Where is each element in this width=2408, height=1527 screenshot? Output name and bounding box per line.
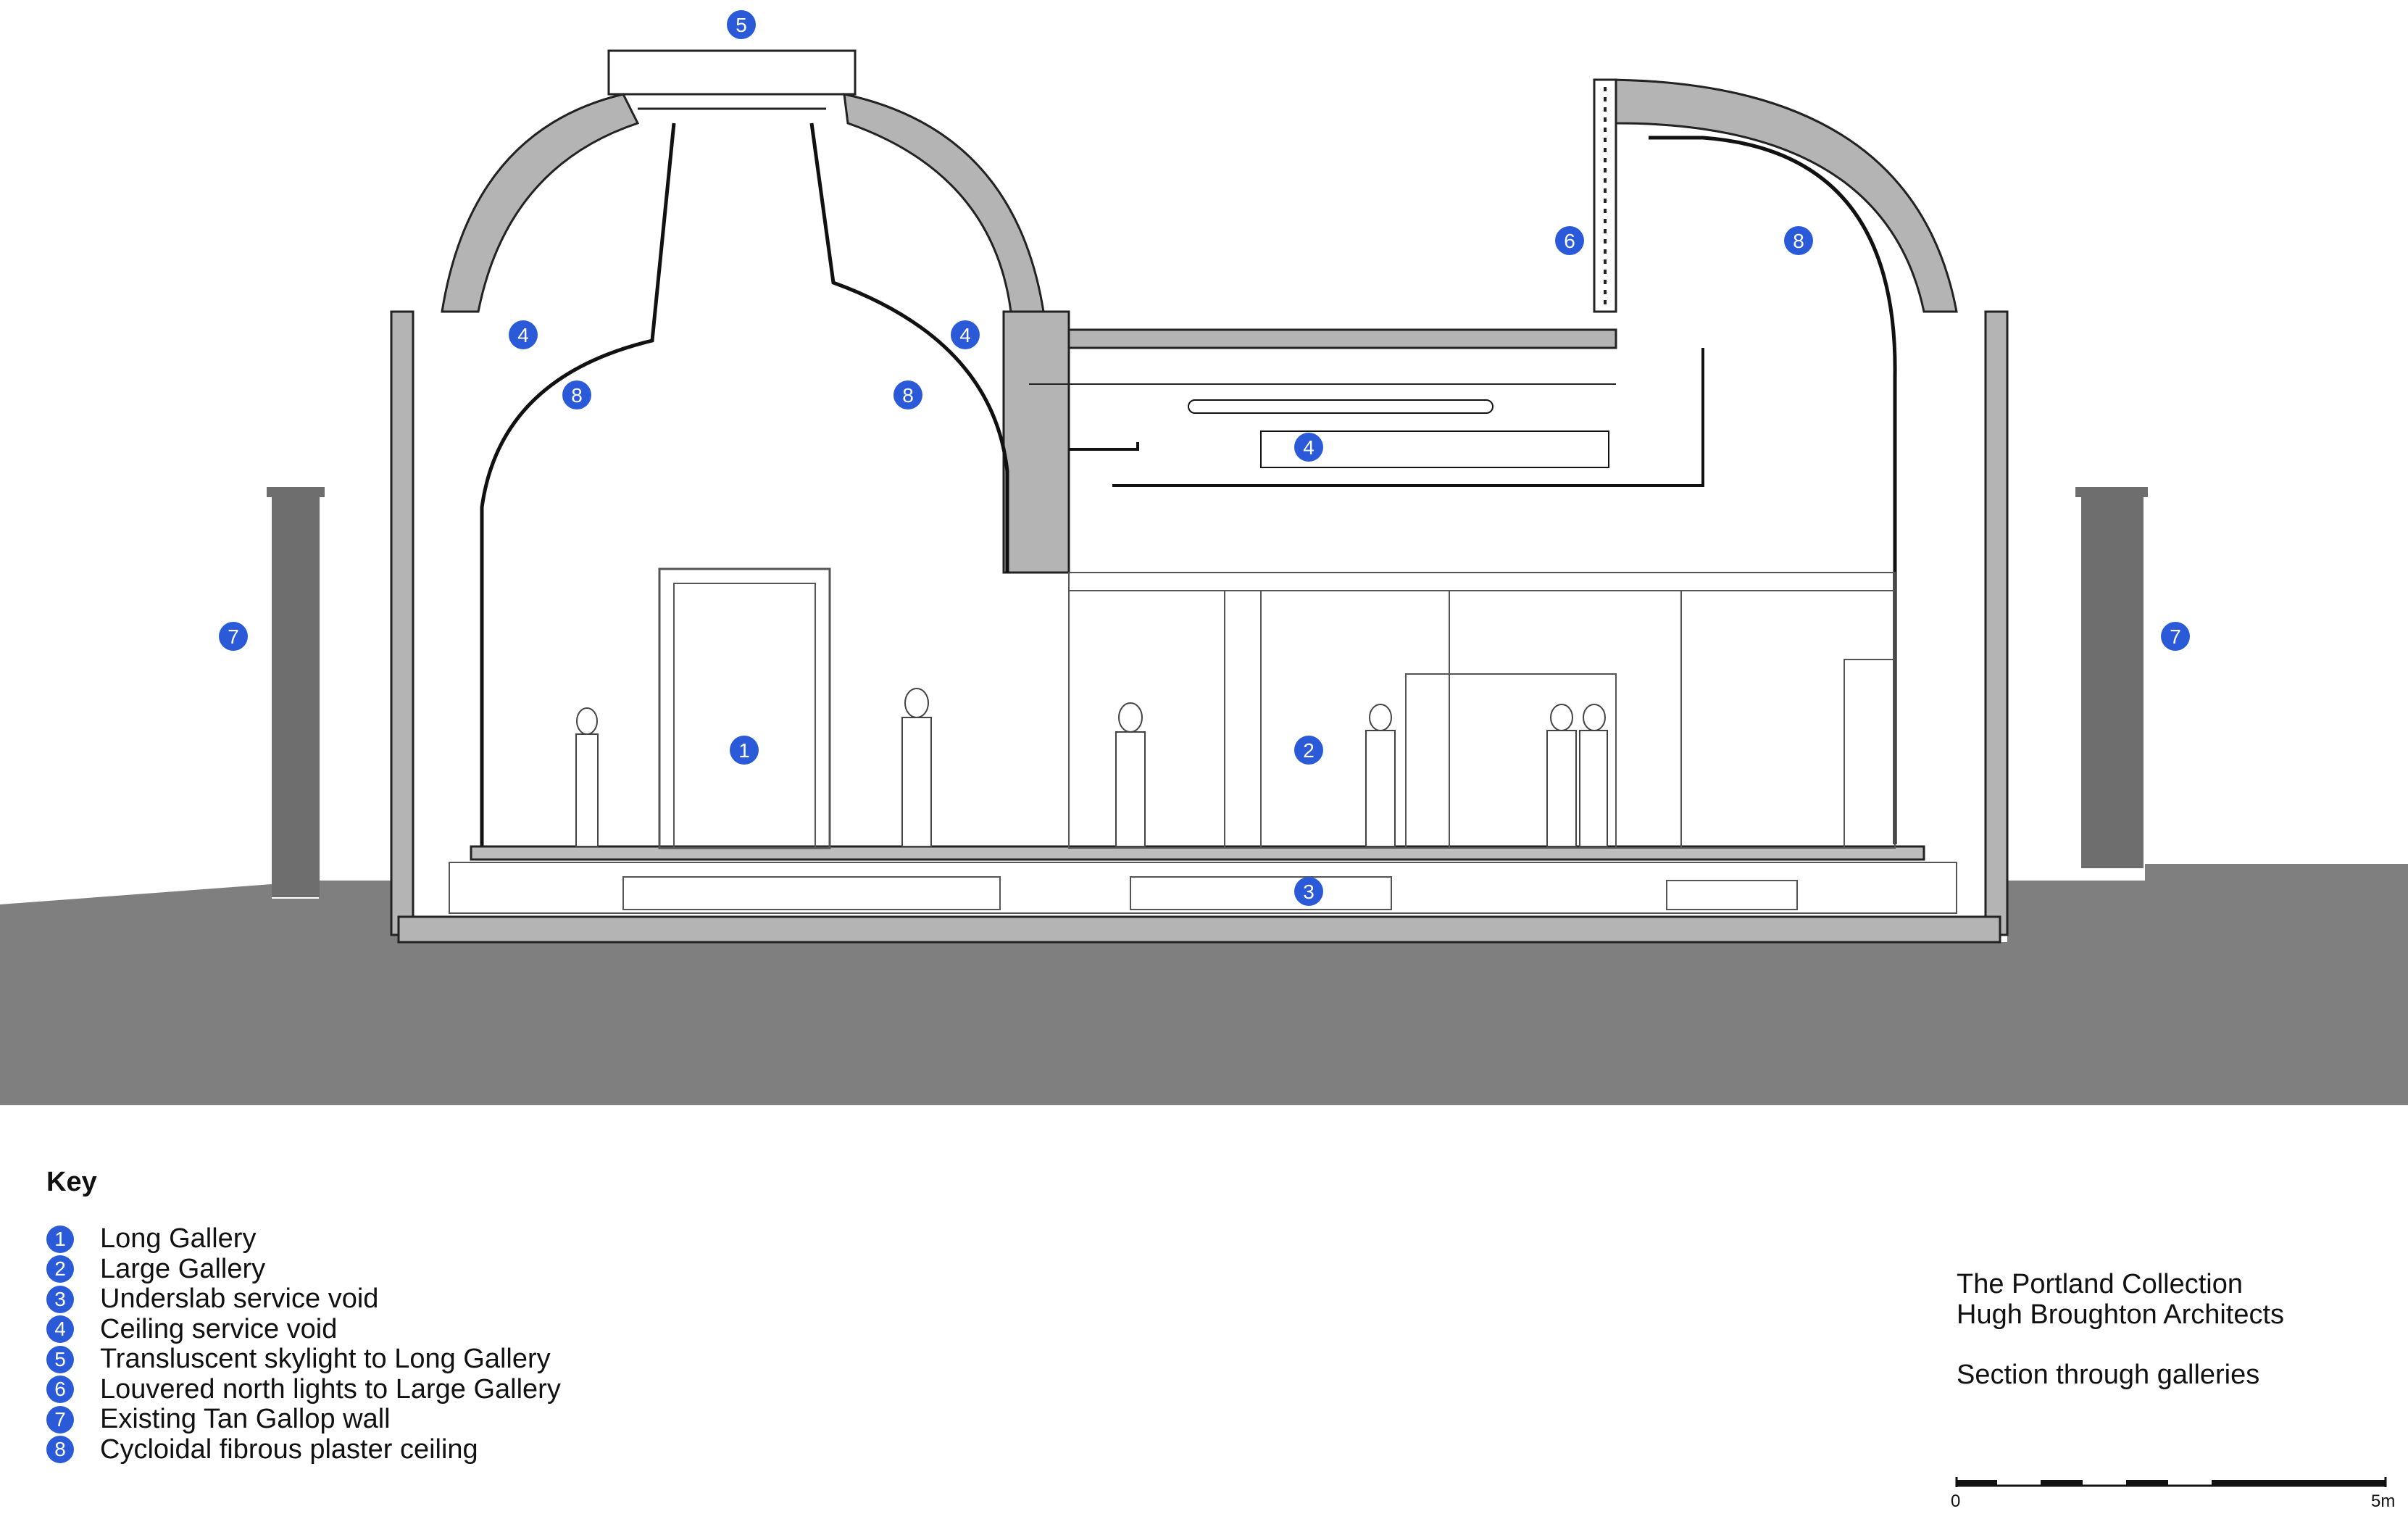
key-label: Ceiling service void: [100, 1313, 338, 1344]
svg-text:8: 8: [1793, 230, 1804, 252]
long-gallery-door: [658, 567, 831, 849]
left-vault-shell-right: [843, 93, 1045, 313]
cycloidal-ceiling-right: [1649, 136, 1897, 844]
key-label: Louvered north lights to Large Gallery: [100, 1373, 561, 1405]
central-column: [1002, 310, 1070, 574]
skylight: [607, 49, 857, 96]
basement-slab: [397, 915, 2001, 944]
key-marker: 3: [46, 1285, 74, 1313]
marker-8: 8: [1784, 226, 1813, 255]
svg-text:7: 7: [2170, 625, 2181, 648]
marker-7: 7: [219, 622, 248, 651]
key-title: Key: [46, 1167, 97, 1197]
diagram-markers: 1 2 3 4 4 4 5 6 7 7 8 8 8: [219, 10, 2190, 906]
scale-start: 0: [1951, 1491, 1961, 1511]
svg-text:2: 2: [1303, 739, 1315, 762]
key-label: Large Gallery: [100, 1253, 266, 1284]
marker-2: 2: [1294, 736, 1323, 765]
cycloidal-ceiling-mid: [809, 122, 1009, 573]
key-item: 8 Cycloidal fibrous plaster ceiling: [46, 1434, 561, 1465]
architect-name: Hugh Broughton Architects: [1957, 1299, 2285, 1330]
svg-text:8: 8: [571, 384, 583, 407]
marker-6: 6: [1555, 226, 1584, 255]
svg-text:4: 4: [1303, 436, 1315, 459]
marker-8: 8: [893, 380, 922, 409]
key-label: Transluscent skylight to Long Gallery: [100, 1344, 551, 1375]
person-figure: [576, 707, 598, 735]
cycloidal-ceiling-left: [480, 122, 676, 848]
title-block: The Portland Collection Hugh Broughton A…: [1957, 1269, 2285, 1390]
svg-text:4: 4: [959, 324, 971, 346]
project-name: The Portland Collection: [1957, 1269, 2243, 1299]
svg-text:6: 6: [1564, 230, 1575, 252]
right-outer-wall: [1984, 310, 2009, 936]
key-marker: 1: [46, 1225, 74, 1253]
marker-7: 7: [2161, 622, 2190, 651]
flat-roof: [1013, 328, 1617, 349]
person-figure: [1583, 704, 1606, 731]
key-marker: 2: [46, 1255, 74, 1283]
left-vault-shell: [441, 93, 640, 313]
key-item: 7 Existing Tan Gallop wall: [46, 1404, 561, 1435]
left-outer-wall: [390, 310, 414, 936]
key-item: 4 Ceiling service void: [46, 1313, 561, 1345]
person-figure: [904, 688, 929, 718]
ground: [0, 864, 2408, 1105]
key-item: 6 Louvered north lights to Large Gallery: [46, 1373, 561, 1405]
gallery-floor: [470, 845, 1925, 861]
existing-wall-left: [272, 491, 320, 897]
ceiling-void-box: [1069, 348, 1704, 487]
key-item: 5 Transluscent skylight to Long Gallery: [46, 1344, 561, 1375]
key-item: 1 Long Gallery: [46, 1223, 561, 1255]
svg-text:5: 5: [736, 14, 747, 36]
svg-text:8: 8: [902, 384, 914, 407]
key-label: Long Gallery: [100, 1223, 257, 1255]
key-marker: 4: [46, 1315, 74, 1344]
marker-4: 4: [509, 320, 538, 349]
scale-end: 5m: [2371, 1491, 2396, 1511]
key-legend: Key 1 Long Gallery 2 Large Gallery 3 Undersla…: [46, 1167, 561, 1465]
louvered-north-lights: [1593, 78, 1617, 313]
svg-text:1: 1: [738, 739, 750, 762]
person-figure: [1369, 704, 1392, 731]
drawing-title: Section through galleries: [1957, 1359, 2260, 1390]
right-vault-shell: [1599, 78, 1958, 313]
key-item: 3 Underslab service void: [46, 1283, 561, 1315]
key-label: Existing Tan Gallop wall: [100, 1404, 391, 1435]
key-marker: 7: [46, 1405, 74, 1434]
marker-4: 4: [1294, 433, 1323, 462]
marker-3: 3: [1294, 877, 1323, 906]
svg-text:4: 4: [517, 324, 529, 346]
key-marker: 6: [46, 1376, 74, 1404]
key-label: Cycloidal fibrous plaster ceiling: [100, 1434, 478, 1465]
marker-4: 4: [951, 320, 980, 349]
person-figure: [1550, 704, 1573, 731]
section-drawing: 1 2 3 4 4 4 5 6 7 7 8 8 8: [0, 10, 2408, 1105]
key-marker: 8: [46, 1436, 74, 1464]
marker-5: 5: [727, 10, 756, 39]
existing-wall-right: [2081, 491, 2144, 868]
marker-8: 8: [562, 380, 591, 409]
svg-text:7: 7: [228, 625, 239, 648]
svg-text:3: 3: [1303, 881, 1315, 903]
person-figure: [1118, 702, 1143, 733]
key-marker: 5: [46, 1345, 74, 1373]
scale-bar: [1955, 1477, 2387, 1487]
marker-1: 1: [730, 736, 759, 765]
key-item: 2 Large Gallery: [46, 1253, 561, 1285]
key-label: Underslab service void: [100, 1283, 379, 1315]
key-list: 1 Long Gallery 2 Large Gallery 3 Underslab se…: [46, 1223, 561, 1465]
